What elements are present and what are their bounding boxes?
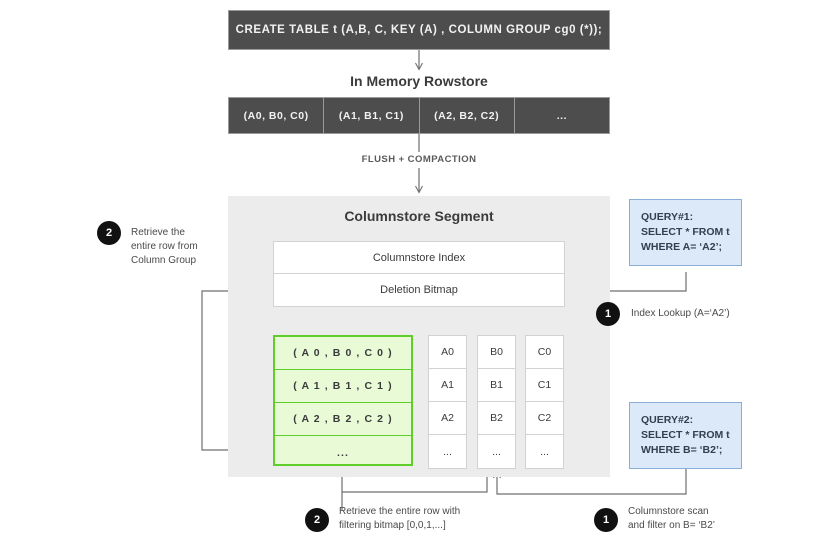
- column-cell: A2: [428, 401, 467, 434]
- annotation-line: Retrieve the: [131, 227, 185, 238]
- column-group-box: ( A 0 , B 0 , C 0 ) ( A 1 , B 1 , C 1 ) …: [273, 335, 413, 466]
- rowstore-cell: (A2, B2, C2): [420, 98, 515, 133]
- step-badge-1-scan: 1: [594, 508, 618, 532]
- column-cell: C0: [525, 335, 564, 368]
- column-group-row: ( A 2 , B 2 , C 2 ): [275, 403, 411, 436]
- column-group-row-ellipsis: ...: [336, 446, 350, 459]
- columnstore-index-box: Columnstore Index: [273, 241, 565, 274]
- columnstore-index-label: Columnstore Index: [372, 251, 466, 264]
- rowstore-cell: (A1, B1, C1): [324, 98, 420, 133]
- column-stack-a: A0 A1 A2 ...: [428, 335, 467, 469]
- column-stack-c: C0 C1 C2 ...: [525, 335, 564, 469]
- step-badge-1-index-lookup: 1: [596, 302, 620, 326]
- deletion-bitmap-label: Deletion Bitmap: [380, 284, 458, 296]
- query-2-select: SELECT * FROM t: [641, 429, 730, 441]
- column-cell: B2: [477, 401, 516, 434]
- column-cell-ellipsis: ...: [477, 434, 516, 469]
- annotation-line: Retrieve the entire row with: [339, 506, 461, 517]
- query-1-id: QUERY#1:: [641, 211, 694, 223]
- column-cell: B0: [477, 335, 516, 368]
- columnstore-segment-title: Columnstore Segment: [344, 208, 494, 224]
- annotation-line: filtering bitmap [0,0,1,...]: [339, 520, 446, 531]
- annotation-columnstore-scan: Columnstore scan and filter on B= ‘B2’: [628, 505, 778, 533]
- query-2-box: QUERY#2: SELECT * FROM t WHERE B= ‘B2’;: [629, 402, 742, 469]
- rowstore-title: In Memory Rowstore: [350, 73, 488, 89]
- annotation-line: and filter on B= ‘B2’: [628, 520, 715, 531]
- column-cell: B1: [477, 368, 516, 401]
- annotation-line: Columnstore scan: [628, 506, 709, 517]
- annotation-index-lookup: Index Lookup (A=‘A2’): [631, 308, 730, 319]
- column-cell: C1: [525, 368, 564, 401]
- query-2-where: WHERE B= ‘B2’;: [641, 444, 723, 456]
- column-cell: C2: [525, 401, 564, 434]
- annotation-retrieve-row-colgroup: Retrieve the entire row from Column Grou…: [131, 226, 223, 268]
- query-2-id: QUERY#2:: [641, 414, 694, 426]
- query-1-select: SELECT * FROM t: [641, 226, 730, 238]
- column-cell-ellipsis: ...: [525, 434, 564, 469]
- rowstore-cell-ellipsis: ...: [556, 109, 567, 122]
- deletion-bitmap-box: Deletion Bitmap: [273, 274, 565, 307]
- flush-compaction-label: FLUSH + COMPACTION: [300, 154, 538, 165]
- step-badge-2-bitmap: 2: [305, 508, 329, 532]
- annotation-line: entire row from: [131, 241, 198, 252]
- column-cell: A0: [428, 335, 467, 368]
- column-stack-b: B0 B1 B2 ...: [477, 335, 516, 469]
- rowstore-strip: (A0, B0, C0) (A1, B1, C1) (A2, B2, C2) .…: [228, 97, 610, 134]
- step-badge-2-colgroup: 2: [97, 221, 121, 245]
- column-cell: A1: [428, 368, 467, 401]
- annotation-line: Column Group: [131, 255, 197, 266]
- annotation-retrieve-row-bitmap: Retrieve the entire row with filtering b…: [339, 505, 519, 533]
- rowstore-cell: (A0, B0, C0): [229, 98, 325, 133]
- query-1-where: WHERE A= ‘A2’;: [641, 241, 722, 253]
- create-table-statement-text: CREATE TABLE t (A,B, C, KEY (A) , COLUMN…: [235, 24, 603, 36]
- column-group-row: ( A 1 , B 1 , C 1 ): [275, 370, 411, 403]
- create-table-statement-box: CREATE TABLE t (A,B, C, KEY (A) , COLUMN…: [228, 10, 610, 50]
- column-cell-ellipsis: ...: [428, 434, 467, 469]
- query-1-box: QUERY#1: SELECT * FROM t WHERE A= ‘A2’;: [629, 199, 742, 266]
- column-group-row: ( A 0 , B 0 , C 0 ): [275, 337, 411, 370]
